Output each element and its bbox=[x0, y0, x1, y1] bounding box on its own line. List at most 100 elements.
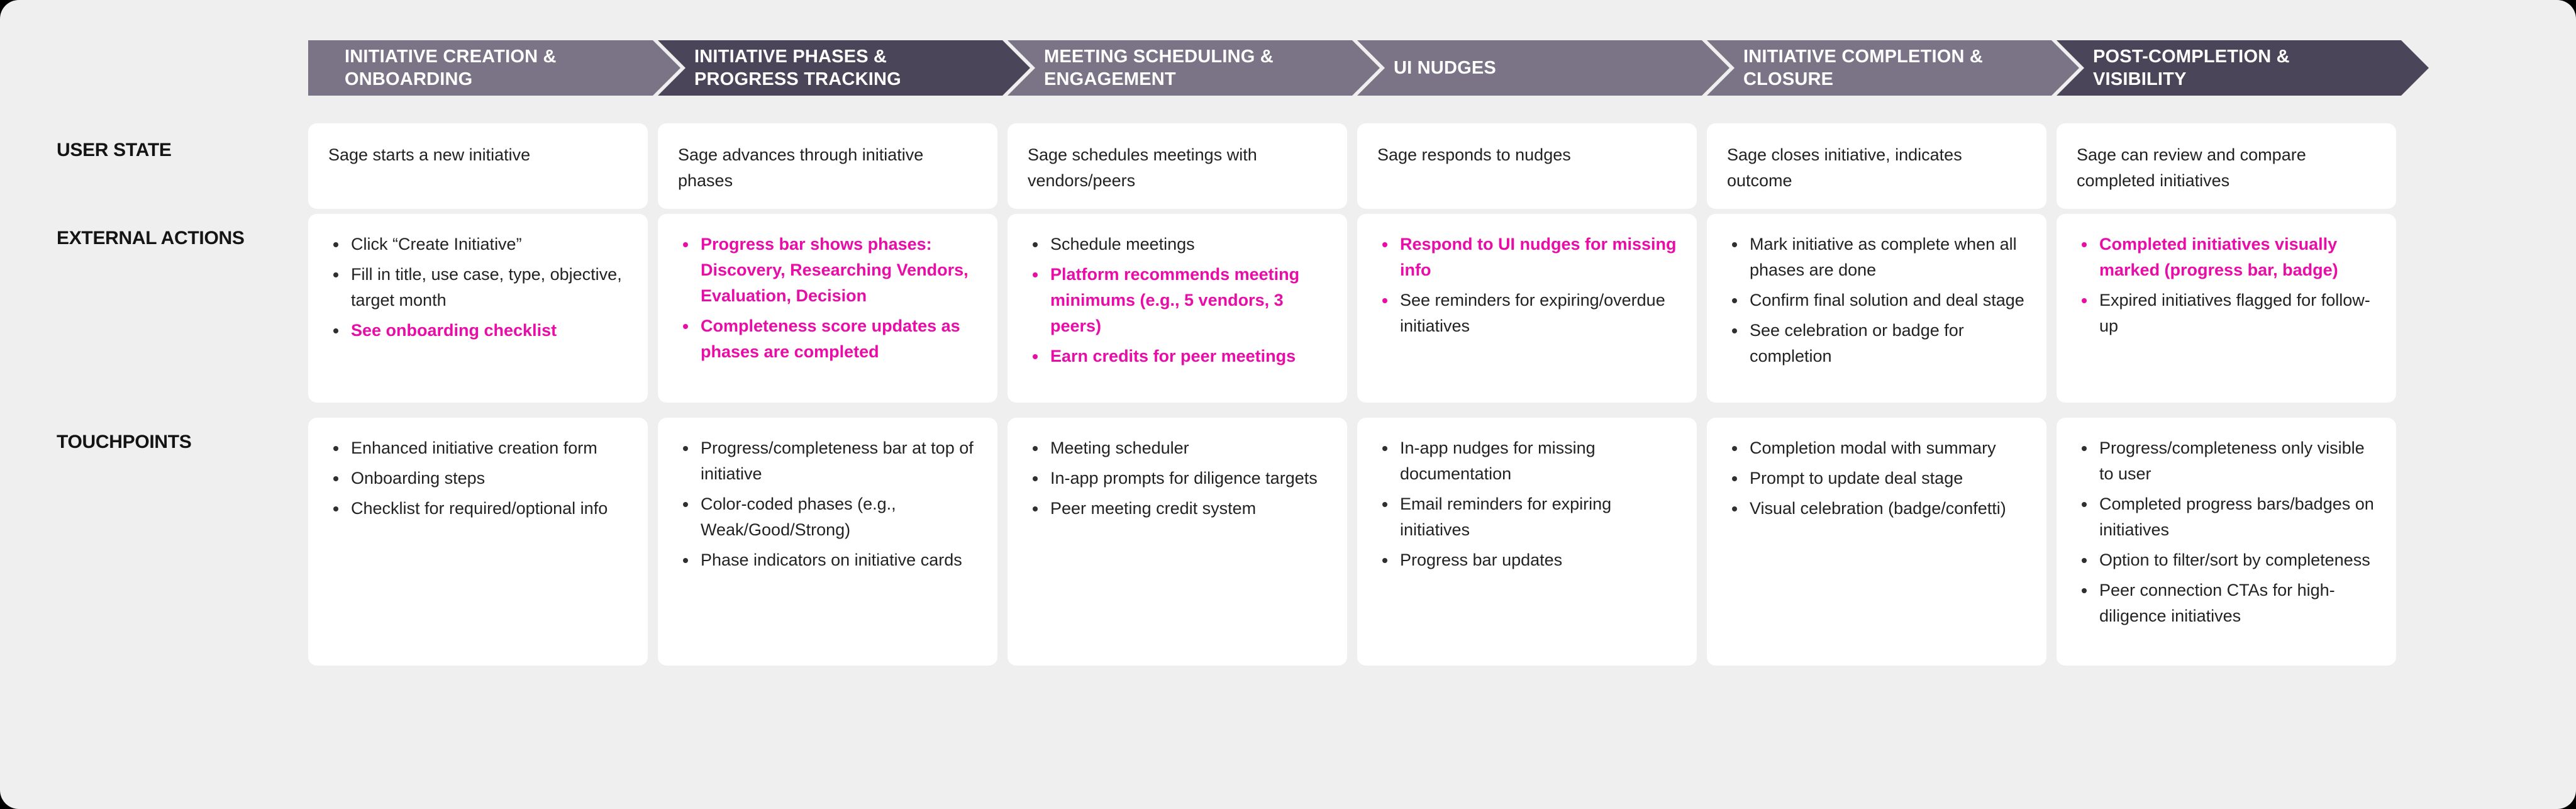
bullet-icon bbox=[333, 476, 338, 481]
bullet-icon bbox=[333, 328, 338, 333]
item-text: Visual celebration (badge/confetti) bbox=[1750, 499, 2006, 518]
stage-chevron-4: UI NUDGES bbox=[1357, 40, 1729, 96]
touchpoint-item: Completed progress bars/badges on initia… bbox=[2077, 491, 2377, 543]
external-actions-card: Progress bar shows phases: Discovery, Re… bbox=[658, 214, 997, 403]
touchpoint-item: Completion modal with summary bbox=[1727, 435, 2028, 461]
external-actions-card: Mark initiative as complete when all pha… bbox=[1707, 214, 2046, 403]
stage-chevron-label: POST-COMPLETION & VISIBILITY bbox=[2093, 47, 2290, 89]
touchpoint-item: Progress/completeness only visible to us… bbox=[2077, 435, 2377, 487]
item-text: See onboarding checklist bbox=[351, 321, 557, 340]
item-text: Phase indicators on initiative cards bbox=[701, 550, 962, 569]
action-item: Schedule meetings bbox=[1028, 232, 1328, 257]
item-text: Completed progress bars/badges on initia… bbox=[2099, 494, 2374, 539]
touchpoints-card: Progress/completeness bar at top of init… bbox=[658, 418, 997, 666]
user-state-text: Sage closes initiative, indicates outcom… bbox=[1727, 145, 1962, 190]
bullet-icon bbox=[2082, 588, 2087, 593]
touchpoints-row: TOUCHPOINTS Enhanced initiative creation… bbox=[57, 418, 2396, 666]
action-item: Respond to UI nudges for missing info bbox=[1377, 232, 1678, 283]
item-text: Progress bar shows phases: Discovery, Re… bbox=[701, 235, 969, 305]
touchpoint-item: Option to filter/sort by completeness bbox=[2077, 547, 2377, 573]
bullet-icon bbox=[683, 446, 688, 451]
item-text: In-app prompts for diligence targets bbox=[1050, 469, 1318, 488]
action-list: Click “Create Initiative” Fill in title, … bbox=[328, 232, 629, 343]
item-text: Fill in title, use case, type, objective… bbox=[351, 265, 622, 310]
item-text: Option to filter/sort by completeness bbox=[2099, 550, 2370, 569]
user-state-card: Sage closes initiative, indicates outcom… bbox=[1707, 123, 2046, 209]
item-text: See reminders for expiring/overdue initi… bbox=[1400, 291, 1665, 335]
item-text: Checklist for required/optional info bbox=[351, 499, 608, 518]
user-state-text: Sage can review and compare completed in… bbox=[2077, 145, 2306, 190]
user-state-card: Sage responds to nudges bbox=[1357, 123, 1697, 209]
bullet-icon bbox=[1033, 446, 1038, 451]
item-text: Earn credits for peer meetings bbox=[1050, 347, 1296, 365]
item-text: Color-coded phases (e.g., Weak/Good/Stro… bbox=[701, 494, 896, 539]
item-text: Email reminders for expiring initiatives bbox=[1400, 494, 1612, 539]
touchpoint-item: Visual celebration (badge/confetti) bbox=[1727, 496, 2028, 522]
item-text: Enhanced initiative creation form bbox=[351, 438, 597, 457]
stage-chevron-label: MEETING SCHEDULING & ENGAGEMENT bbox=[1044, 47, 1274, 89]
touchpoint-item: Peer meeting credit system bbox=[1028, 496, 1328, 522]
touchpoint-item: In-app prompts for diligence targets bbox=[1028, 466, 1328, 491]
bullet-icon bbox=[1382, 446, 1387, 451]
touchpoint-list: Progress/completeness bar at top of init… bbox=[678, 435, 979, 573]
touchpoint-item: Checklist for required/optional info bbox=[328, 496, 629, 522]
bullet-icon bbox=[683, 242, 688, 247]
action-item: Click “Create Initiative” bbox=[328, 232, 629, 257]
stage-chevron-label: UI NUDGES bbox=[1394, 58, 1496, 78]
action-list: Progress bar shows phases: Discovery, Re… bbox=[678, 232, 979, 365]
item-text: Meeting scheduler bbox=[1050, 438, 1189, 457]
user-state-card: Sage advances through initiative phases bbox=[658, 123, 997, 209]
row-label-user-state: USER STATE bbox=[57, 140, 172, 160]
external-actions-card: Completed initiatives visually marked (p… bbox=[2057, 214, 2396, 403]
action-item: See reminders for expiring/overdue initi… bbox=[1377, 287, 1678, 339]
bullet-icon bbox=[1732, 506, 1737, 511]
action-item: Expired initiatives flagged for follow-u… bbox=[2077, 287, 2377, 339]
action-item: Fill in title, use case, type, objective… bbox=[328, 262, 629, 313]
touchpoint-item: Color-coded phases (e.g., Weak/Good/Stro… bbox=[678, 491, 979, 543]
stage-chevron-1: INITIATIVE CREATION & ONBOARDING bbox=[308, 40, 680, 96]
touchpoint-item: Onboarding steps bbox=[328, 466, 629, 491]
bullet-icon bbox=[333, 446, 338, 451]
bullet-icon bbox=[1382, 558, 1387, 563]
bullet-icon bbox=[2082, 446, 2087, 451]
action-list: Completed initiatives visually marked (p… bbox=[2077, 232, 2377, 339]
stage-chevron-5: INITIATIVE COMPLETION & CLOSURE bbox=[1707, 40, 2079, 96]
bullet-icon bbox=[1033, 506, 1038, 511]
item-text: Schedule meetings bbox=[1050, 235, 1195, 254]
item-text: Click “Create Initiative” bbox=[351, 235, 522, 254]
bullet-icon bbox=[1033, 476, 1038, 481]
action-item: See onboarding checklist bbox=[328, 318, 629, 343]
external-actions-card: Click “Create Initiative” Fill in title, … bbox=[308, 214, 648, 403]
action-item: Earn credits for peer meetings bbox=[1028, 343, 1328, 369]
action-item: See celebration or badge for completion bbox=[1727, 318, 2028, 369]
stage-chevron-2: INITIATIVE PHASES & PROGRESS TRACKING bbox=[658, 40, 1030, 96]
user-state-text: Sage schedules meetings with vendors/pee… bbox=[1028, 145, 1257, 190]
bullet-icon bbox=[1382, 298, 1387, 303]
user-state-text: Sage responds to nudges bbox=[1377, 145, 1571, 164]
item-text: Completed initiatives visually marked (p… bbox=[2099, 235, 2338, 279]
bullet-icon bbox=[1732, 298, 1737, 303]
bullet-icon bbox=[683, 558, 688, 563]
item-text: Mark initiative as complete when all pha… bbox=[1750, 235, 2017, 279]
touchpoint-item: In-app nudges for missing documentation bbox=[1377, 435, 1678, 487]
item-text: Onboarding steps bbox=[351, 469, 486, 488]
item-text: In-app nudges for missing documentation bbox=[1400, 438, 1596, 483]
action-item: Completed initiatives visually marked (p… bbox=[2077, 232, 2377, 283]
bullet-icon bbox=[1732, 242, 1737, 247]
bullet-icon bbox=[2082, 298, 2087, 303]
bullet-icon bbox=[683, 324, 688, 329]
user-state-text: Sage advances through initiative phases bbox=[678, 145, 924, 190]
touchpoint-item: Phase indicators on initiative cards bbox=[678, 547, 979, 573]
bullet-icon bbox=[1732, 476, 1737, 481]
